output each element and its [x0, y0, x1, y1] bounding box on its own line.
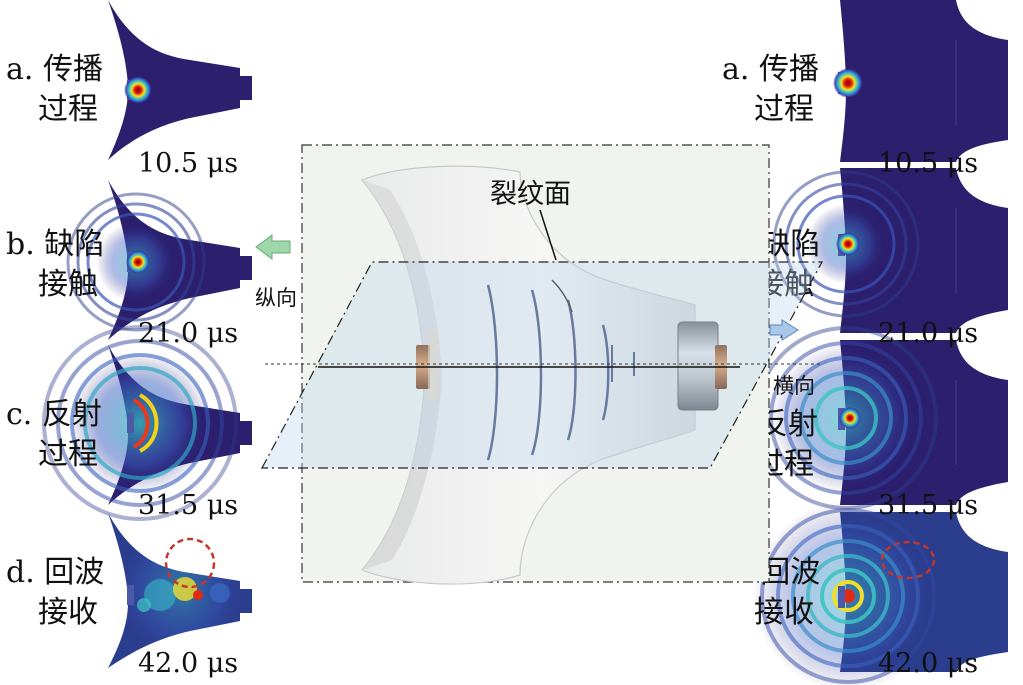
step-title: 缺陷 [44, 227, 105, 262]
step-letter: a. [722, 52, 750, 87]
left-field-panel-a [100, 0, 270, 160]
field-plot [772, 168, 1008, 333]
left-time-b: 21.0 μs [138, 318, 239, 349]
step-letter: d. [6, 555, 35, 590]
field-plot [108, 513, 252, 668]
longitudinal-arrow [255, 234, 291, 260]
transverse-arrow [769, 319, 799, 341]
longitudinal-label: 纵向 [255, 286, 297, 310]
step-subtitle: 过程 [38, 92, 98, 127]
defect-circle [880, 540, 936, 580]
right-field-panel-b [772, 168, 1018, 333]
right-field-panel-c [754, 326, 1018, 510]
step-title: 回波 [44, 555, 105, 590]
right-time-c: 31.5 μs [878, 490, 979, 521]
field-plot [754, 326, 1008, 510]
defect-circle [164, 537, 216, 589]
left-step-c: c. 反射 过程 [6, 395, 102, 475]
left-time-c: 31.5 μs [138, 490, 239, 521]
step-subtitle: 接收 [38, 595, 98, 630]
left-field-panel-c [42, 325, 270, 521]
right-field-panel-a [833, 0, 1018, 162]
left-step-a: a. 传播 过程 [6, 50, 103, 130]
field-plot [753, 501, 1008, 685]
step-subtitle: 过程 [38, 437, 98, 472]
right-step-a: a. 传播 过程 [722, 50, 819, 130]
left-field-panel-b [66, 180, 270, 340]
step-title: 传播 [758, 52, 819, 87]
step-letter: c. [6, 397, 33, 432]
step-title: 反射 [41, 397, 102, 432]
right-field-panel-d [753, 501, 1018, 685]
transverse-label: 横向 [773, 374, 815, 398]
right-time-a: 10.5 μs [878, 148, 979, 179]
left-field-panel-d [100, 513, 270, 668]
field-plot [66, 180, 252, 340]
step-letter: b. [6, 227, 35, 262]
step-title: 传播 [42, 52, 103, 87]
step-title: 回波 [760, 555, 821, 590]
left-time-d: 42.0 μs [138, 648, 239, 679]
step-subtitle: 接收 [754, 595, 814, 630]
field-plot [42, 325, 252, 521]
left-time-a: 10.5 μs [138, 148, 239, 179]
section-plane [260, 261, 824, 469]
left-step-b: b. 缺陷 接触 [6, 225, 104, 305]
crack-surface-label: 裂纹面 [490, 179, 571, 210]
right-time-d: 42.0 μs [878, 648, 979, 679]
step-subtitle: 接触 [38, 267, 98, 302]
step-letter: a. [6, 52, 34, 87]
field-plot [108, 0, 252, 160]
field-plot [833, 0, 1008, 162]
part-body [361, 165, 696, 585]
right-time-b: 21.0 μs [878, 318, 979, 349]
left-step-d: d. 回波 接收 [6, 553, 104, 633]
step-subtitle: 过程 [754, 92, 814, 127]
step-title: 缺陷 [760, 227, 821, 262]
